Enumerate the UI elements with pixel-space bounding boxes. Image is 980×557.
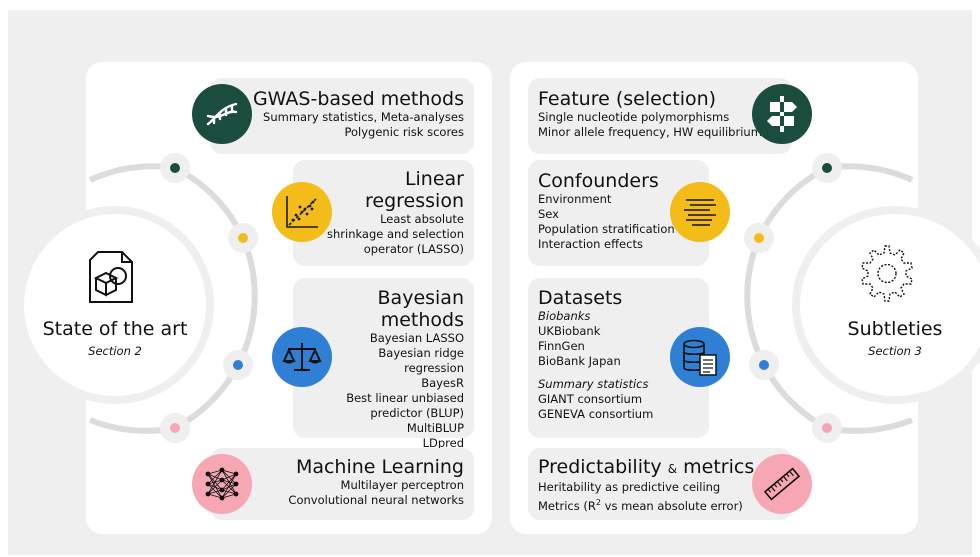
dataset-group-heading: Biobanks [538,309,591,323]
left-hub-section: Section 2 [88,344,142,358]
right-hub: Subtleties Section 3 [800,214,980,396]
card-title-amp: & [667,462,678,476]
card-item: LDpred [422,436,464,450]
card-item: BioBank Japan [538,354,621,368]
right-hub-section: Section 3 [868,344,922,358]
card-item: Minor allele frequency, HW equilibrium [538,125,762,139]
card-item: Bayesian LASSO [369,331,464,345]
card-item: Population stratification [538,222,675,236]
card-item: GENEVA consortium [538,407,654,421]
metrics-sup: 2 [595,498,601,507]
card-item: FinnGen [538,339,585,353]
scales-icon [272,327,332,387]
connector-dot-green-right [812,153,842,183]
card-title: Feature (selection) [538,88,717,110]
card-title-end: metrics [683,456,755,478]
left-hub-label: State of the art [42,318,188,340]
dataset-group-heading: Summary statistics [538,377,649,391]
card-title: Bayesian methods [377,287,464,331]
ruler-icon [752,454,812,514]
card-item: Convolutional neural networks [288,493,464,507]
left-hub: State of the art Section 2 [24,214,206,396]
card-predictability-metrics: Predictability & metrics Heritability as… [528,448,792,520]
connector-dot-yellow-right [744,223,774,253]
signpost-icon [752,84,812,144]
metrics-prefix: Metrics (R [538,498,596,513]
card-title-main: Predictability [538,456,662,478]
card-item: regression [404,361,464,375]
connector-dot-blue-left [223,350,253,380]
card-item: operator (LASSO) [363,242,464,256]
scatter-plot-icon [272,182,332,242]
document-cube-icon [89,251,133,303]
card-item: Single nucleotide polymorphisms [538,110,730,124]
text-lines-icon [670,182,730,242]
card-item: Interaction effects [538,237,643,251]
connector-dot-green-left [160,153,190,183]
card-item: Bayesian ridge [378,346,464,360]
card-machine-learning: Machine Learning Multilayer perceptron C… [210,448,474,520]
card-title-line-2: regression [365,190,464,212]
card-title-line-1: Linear [404,168,464,190]
metrics-suffix: vs mean absolute error) [600,498,743,513]
card-item: GIANT consortium [538,392,643,406]
neural-network-icon [192,454,252,514]
right-hub-label: Subtleties [847,318,943,340]
card-item: Summary statistics, Meta-analyses [263,110,464,124]
card-datasets: Datasets Biobanks UKBiobank FinnGen BioB… [528,278,709,438]
connector-dot-yellow-left [228,223,258,253]
card-feature-selection: Feature (selection) Single nucleotide po… [528,78,792,154]
card-item: MultiBLUP [406,421,464,435]
card-item: predictor (BLUP) [370,406,464,420]
connector-dot-pink-right [812,413,842,443]
card-title: Datasets [538,287,623,309]
card-item: Least absolute [380,212,464,226]
database-document-icon [670,327,730,387]
card-item: shrinkage and selection [326,227,464,241]
card-item: UKBiobank [538,324,601,338]
card-item: Best linear unbiased [346,391,464,405]
dna-icon [192,84,252,144]
card-item: BayesR [421,376,464,390]
card-item-metrics: Metrics (R2 vs mean absolute error) [538,495,792,514]
card-item: Multilayer perceptron [340,478,464,492]
connector-dot-blue-right [749,350,779,380]
connector-dot-pink-left [160,413,190,443]
gear-icon [861,245,913,302]
card-item: Heritability as predictive ceiling [538,480,721,494]
card-title: Machine Learning [295,456,464,478]
card-item: Polygenic risk scores [344,125,464,139]
card-title: Predictability & metrics [538,456,792,480]
card-gwas: GWAS-based methods Summary statistics, M… [210,78,474,154]
card-title: GWAS-based methods [252,88,464,110]
card-item: Environment [538,192,612,206]
card-title: Confounders [538,170,659,192]
card-item: Sex [538,207,559,221]
